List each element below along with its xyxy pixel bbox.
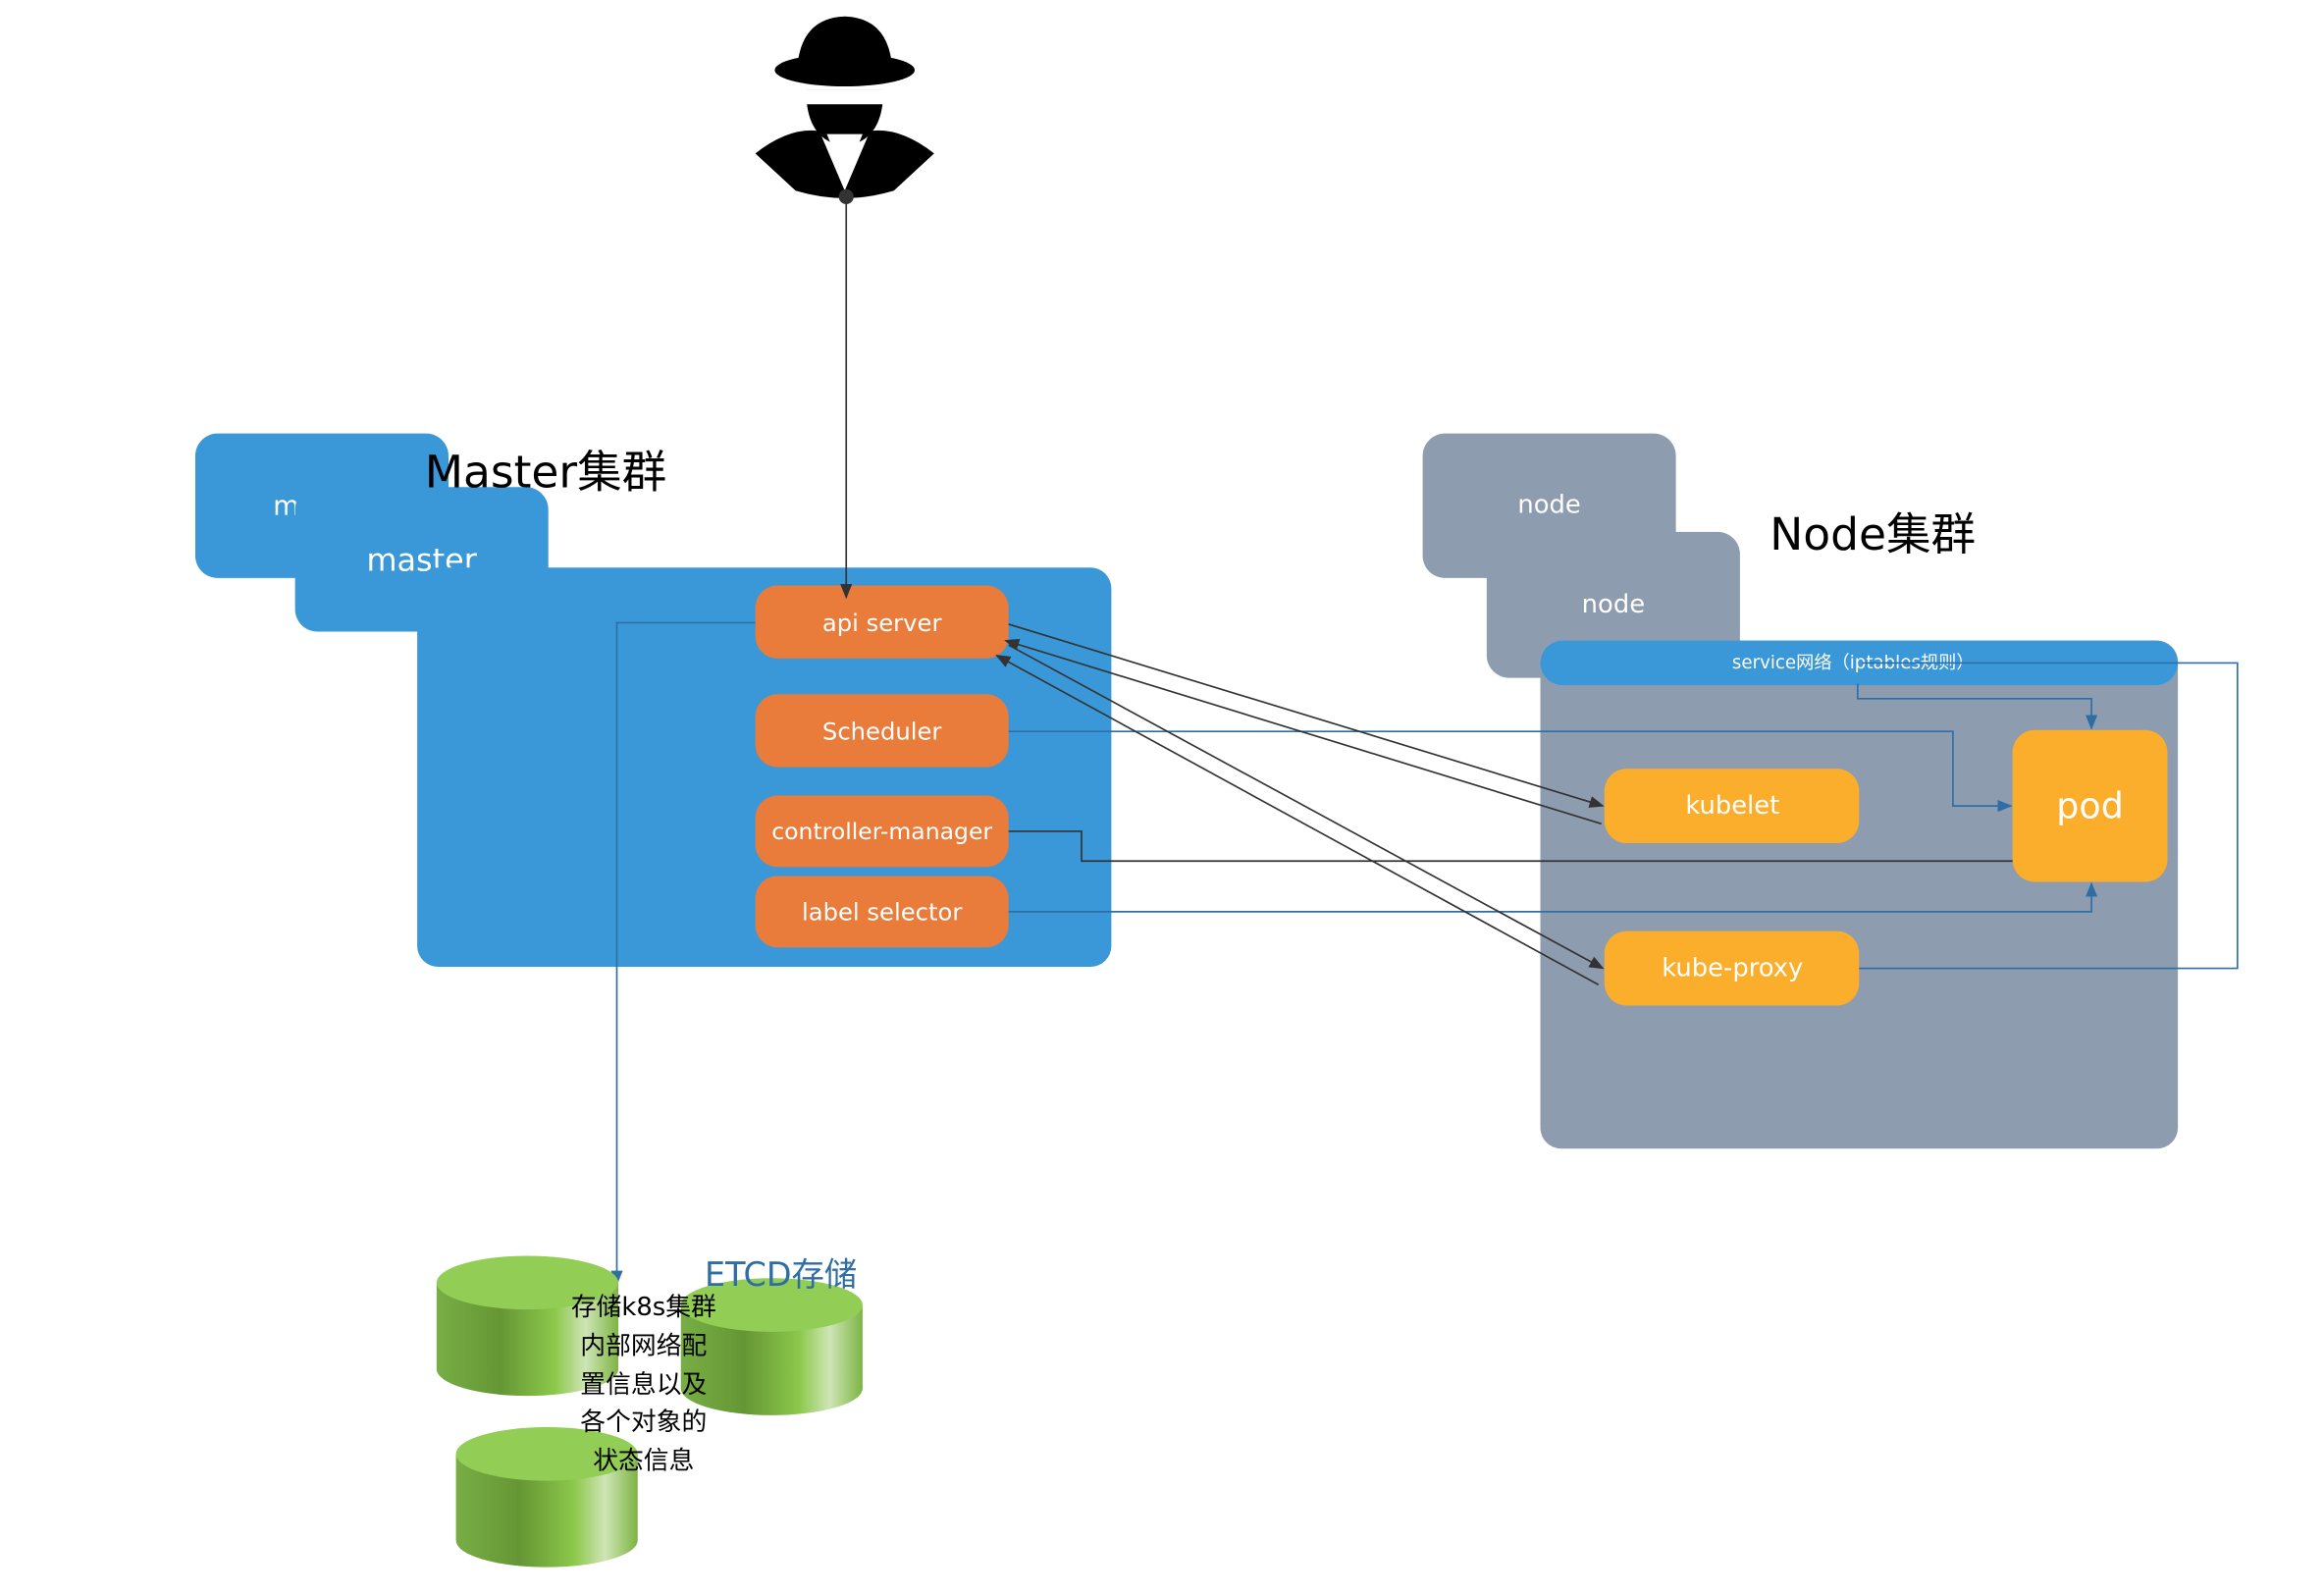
api-server[interactable]: api server: [755, 585, 1009, 659]
kube-proxy-to-api-server-arrow: [995, 655, 1600, 985]
etcd-description-line: 存储k8s集群: [571, 1293, 716, 1322]
api-server-to-kube-proxy-arrow: [1008, 644, 1605, 970]
master-card-back-label: m: [273, 492, 299, 522]
controller-manager[interactable]: controller-manager: [755, 795, 1009, 868]
hacker-icon: [755, 16, 934, 204]
pod[interactable]: pod: [2012, 729, 2168, 882]
controller-manager-label: controller-manager: [771, 818, 992, 845]
service-to-pod-arrow: [1856, 683, 2098, 730]
label-selector[interactable]: label selector: [755, 876, 1009, 948]
etcd-cylinder: [436, 1255, 619, 1397]
kube-proxy-to-service-line: [1859, 662, 2239, 970]
pod-label: pod: [2056, 785, 2124, 827]
scheduler-to-pod-arrow: [1008, 730, 2013, 813]
label-selector-label: label selector: [802, 897, 962, 926]
node-title: Node集群: [1769, 508, 1976, 560]
label-selector-to-pod-arrow: [1008, 881, 2098, 913]
node-panel: [1540, 640, 2179, 1149]
service-network-label: service网络（iptables规则）: [1732, 653, 1975, 673]
kube-proxy[interactable]: kube-proxy: [1604, 930, 1860, 1006]
api-server-to-kubelet-arrow: [1008, 623, 1605, 808]
etcd-cylinder: [680, 1278, 863, 1415]
scheduler[interactable]: Scheduler: [755, 694, 1009, 768]
kubelet-label: kubelet: [1685, 791, 1779, 821]
etcd-cylinder: [455, 1427, 638, 1567]
etcd-description-line: 内部网络配: [580, 1332, 707, 1361]
controller-manager-to-pod-line: [1008, 830, 2013, 863]
service-network-bar[interactable]: [1540, 640, 2179, 686]
kubelet[interactable]: kubelet: [1604, 769, 1860, 844]
etcd-description-line: 各个对象的: [580, 1408, 707, 1437]
node-card-front-label: node: [1582, 590, 1645, 619]
api-server-label: api server: [822, 609, 942, 637]
api-server-to-etcd-arrow: [610, 621, 756, 1286]
master-title: Master集群: [425, 446, 666, 498]
scheduler-label: Scheduler: [822, 717, 942, 746]
kubelet-to-api-server-arrow: [1004, 638, 1602, 825]
etcd-description-line: 置信息以及: [580, 1370, 707, 1400]
kube-proxy-label: kube-proxy: [1662, 954, 1803, 983]
etcd-description: 存储k8s集群 内部网络配 置信息以及 各个对象的 状态信息: [571, 1293, 716, 1475]
etcd-description-line: 状态信息: [593, 1447, 694, 1476]
etcd-title: ETCD存储: [705, 1255, 857, 1294]
node-card-back-label: node: [1517, 491, 1580, 520]
